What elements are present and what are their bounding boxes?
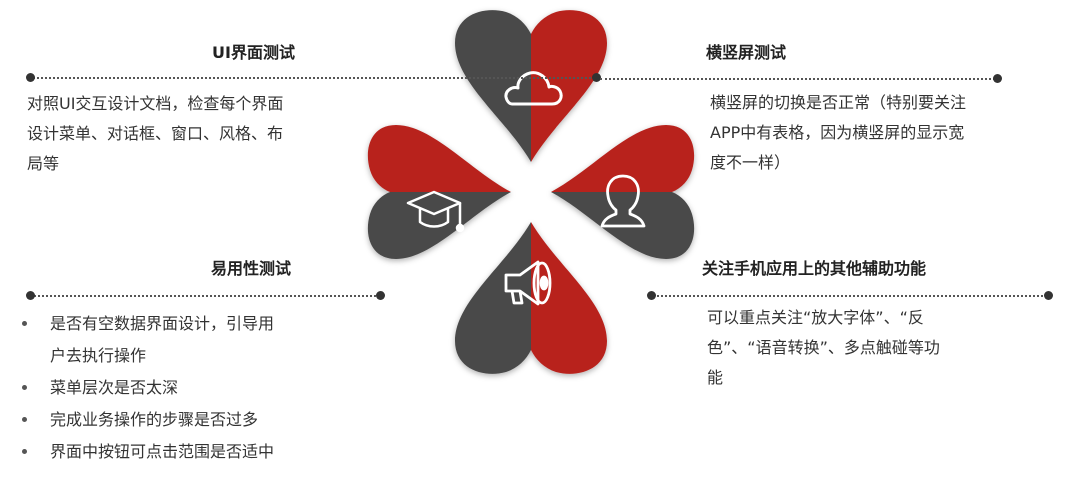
list-item: 界面中按钮可点击范围是否适中 — [18, 436, 338, 468]
accessibility-test-divider — [652, 295, 1047, 297]
text-line: 菜单层次是否太深 — [50, 378, 179, 397]
text-line: 可以重点关注“放大字体”、“反 — [707, 308, 924, 327]
ui-test-title: UI界面测试 — [212, 43, 295, 62]
accessibility-test-divider-start-dot — [647, 291, 656, 300]
list-item: 菜单层次是否太深 — [18, 372, 338, 404]
list-item: 完成业务操作的步骤是否过多 — [18, 404, 338, 436]
text-line: 完成业务操作的步骤是否过多 — [50, 410, 259, 429]
ui-test-divider-start-dot — [26, 73, 35, 82]
petal-left — [367, 125, 511, 259]
petal-top — [455, 10, 607, 162]
user-icon — [600, 174, 646, 228]
orientation-test-divider — [600, 78, 995, 80]
usability-test-divider-start-dot — [26, 291, 35, 300]
text-line: 户去执行操作 — [50, 346, 147, 365]
bullet-icon — [22, 385, 27, 390]
petal-bottom — [455, 222, 607, 374]
bullet-icon — [22, 417, 27, 422]
accessibility-test-description: 可以重点关注“放大字体”、“反 色”、“语音转换”、多点触碰等功 能 — [707, 303, 1017, 393]
ui-test-divider-end-dot — [592, 73, 601, 82]
megaphone-icon — [504, 260, 552, 306]
accessibility-test-divider-end-dot — [1044, 291, 1053, 300]
usability-checklist: 是否有空数据界面设计，引导用 户去执行操作 菜单层次是否太深 完成业务操作的步骤… — [18, 308, 338, 468]
orientation-test-description: 横竖屏的切换是否正常（特别要关注 APP中有表格，因为横竖屏的显示宽 度不一样） — [710, 88, 1040, 178]
text-line: 对照UI交互设计文档，检查每个界面 — [27, 94, 284, 113]
orientation-test-divider-end-dot — [993, 74, 1002, 83]
text-line: 能 — [707, 368, 724, 387]
ui-test-divider — [30, 77, 595, 79]
text-line: 色”、“语音转换”、多点触碰等功 — [707, 338, 940, 357]
ui-test-description: 对照UI交互设计文档，检查每个界面 设计菜单、对话框、窗口、风格、布 局等 — [27, 89, 347, 179]
text-line: 度不一样） — [710, 153, 791, 172]
text-line: 界面中按钮可点击范围是否适中 — [50, 442, 275, 461]
accessibility-test-title: 关注手机应用上的其他辅助功能 — [702, 259, 927, 278]
bullet-icon — [22, 449, 27, 454]
text-line: 横竖屏的切换是否正常（特别要关注 — [710, 93, 967, 112]
usability-test-title: 易用性测试 — [211, 259, 292, 278]
graduation-cap-icon — [406, 190, 465, 233]
list-item: 是否有空数据界面设计，引导用 户去执行操作 — [18, 308, 338, 372]
usability-test-divider — [30, 295, 380, 297]
text-line: APP中有表格，因为横竖屏的显示宽 — [710, 123, 965, 142]
bullet-icon — [22, 321, 27, 326]
text-line: 局等 — [27, 154, 60, 173]
cloud-icon — [504, 71, 563, 106]
orientation-test-title: 横竖屏测试 — [706, 43, 787, 62]
petal-right — [551, 125, 695, 259]
text-line: 设计菜单、对话框、窗口、风格、布 — [27, 124, 284, 143]
usability-test-divider-end-dot — [376, 291, 385, 300]
text-line: 是否有空数据界面设计，引导用 — [50, 314, 275, 333]
